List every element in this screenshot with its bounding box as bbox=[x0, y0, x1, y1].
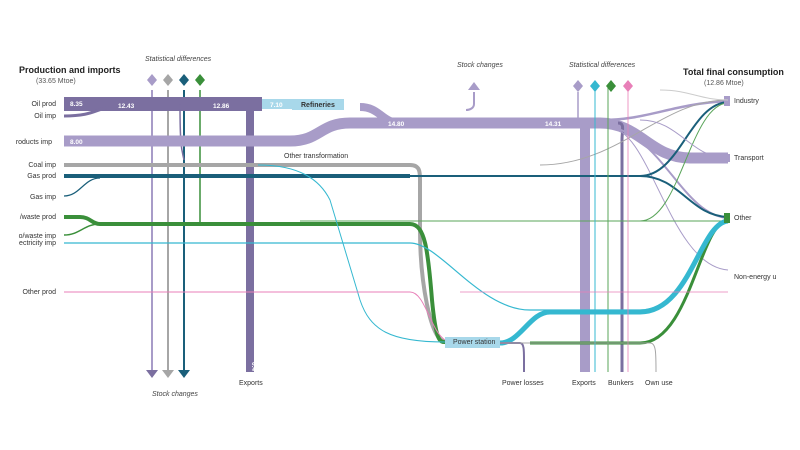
value-oil-mid: 12.86 bbox=[213, 103, 230, 110]
value-products-right: 14.31 bbox=[545, 121, 562, 128]
electricity-flows bbox=[64, 85, 729, 372]
source-products-imp: roducts imp bbox=[16, 139, 52, 146]
sink-industry: Industry bbox=[734, 98, 759, 105]
source-oil-prod: Oil prod bbox=[31, 101, 56, 108]
stat-diff-marker bbox=[195, 74, 205, 86]
power-station-node bbox=[445, 337, 500, 348]
sink-other: Other bbox=[734, 215, 752, 222]
other-prod-flows bbox=[64, 85, 728, 372]
oil-products-flows bbox=[64, 99, 729, 372]
sink-bunkers: Bunkers bbox=[608, 380, 634, 387]
value-exports-stub: 0.4 bbox=[250, 362, 257, 371]
sink-non-energy: Non-energy u bbox=[734, 274, 777, 281]
stat-diff-marker bbox=[179, 74, 189, 86]
refineries-node bbox=[292, 99, 344, 110]
right-subtitle: (12.86 Mtoe) bbox=[704, 80, 744, 87]
source-other-prod: Other prod bbox=[23, 289, 57, 296]
stat-diff-label-right: Statistical differences bbox=[569, 62, 636, 69]
stock-changes-label-bottom: Stock changes bbox=[152, 391, 198, 398]
source-waste-imp: o/waste imp bbox=[19, 233, 56, 240]
stock-changes-label-top: Stock changes bbox=[457, 62, 503, 69]
industry-node bbox=[724, 96, 730, 106]
other-transformation-label: Other transformation bbox=[284, 153, 348, 160]
value-oil-left: 12.43 bbox=[118, 103, 135, 110]
sink-exports-left: Exports bbox=[239, 380, 263, 387]
power-station-label: Power station bbox=[453, 339, 496, 346]
right-title: Total final consumption bbox=[683, 67, 784, 77]
stat-diff-marker bbox=[623, 80, 633, 92]
refineries-label: Refineries bbox=[301, 102, 335, 109]
left-title: Production and imports bbox=[19, 65, 121, 75]
power-station-outputs bbox=[500, 342, 657, 373]
stock-change-arrow bbox=[468, 82, 480, 90]
source-coal-imp: Coal imp bbox=[28, 162, 56, 169]
sink-transport: Transport bbox=[734, 155, 764, 162]
stat-diff-marker bbox=[147, 74, 157, 86]
stat-diff-marker bbox=[590, 80, 600, 92]
value-to-refineries: 7.10 bbox=[270, 102, 283, 109]
consumption-nodes bbox=[639, 89, 730, 223]
sink-own-use: Own use bbox=[645, 380, 673, 387]
sink-exports-right: Exports bbox=[572, 380, 596, 387]
stat-diff-marker bbox=[163, 74, 173, 86]
stat-diff-marker bbox=[606, 80, 616, 92]
sink-power-losses: Power losses bbox=[502, 380, 544, 387]
stock-change-arrow bbox=[162, 370, 174, 378]
other-node bbox=[724, 213, 730, 223]
stat-diff-label-left: Statistical differences bbox=[145, 56, 212, 63]
stat-diff-markers-right bbox=[573, 80, 633, 118]
source-gas-prod: Gas prod bbox=[27, 173, 56, 180]
stat-diff-marker bbox=[573, 80, 583, 92]
source-gas-imp: Gas imp bbox=[30, 194, 56, 201]
source-electricity-imp: ectricity imp bbox=[19, 240, 56, 247]
value-products-mid: 14.80 bbox=[388, 121, 405, 128]
value-products-imp: 8.00 bbox=[70, 139, 83, 146]
stock-change-arrow bbox=[178, 370, 190, 378]
source-waste-prod: /waste prod bbox=[20, 214, 56, 221]
stock-change-arrow bbox=[146, 370, 158, 378]
left-subtitle: (33.65 Mtoe) bbox=[36, 78, 76, 85]
value-oil-prod: 8.35 bbox=[70, 101, 83, 108]
gas-flows bbox=[63, 101, 729, 218]
stock-change-top bbox=[465, 82, 480, 111]
source-oil-imp: Oil imp bbox=[34, 113, 56, 120]
